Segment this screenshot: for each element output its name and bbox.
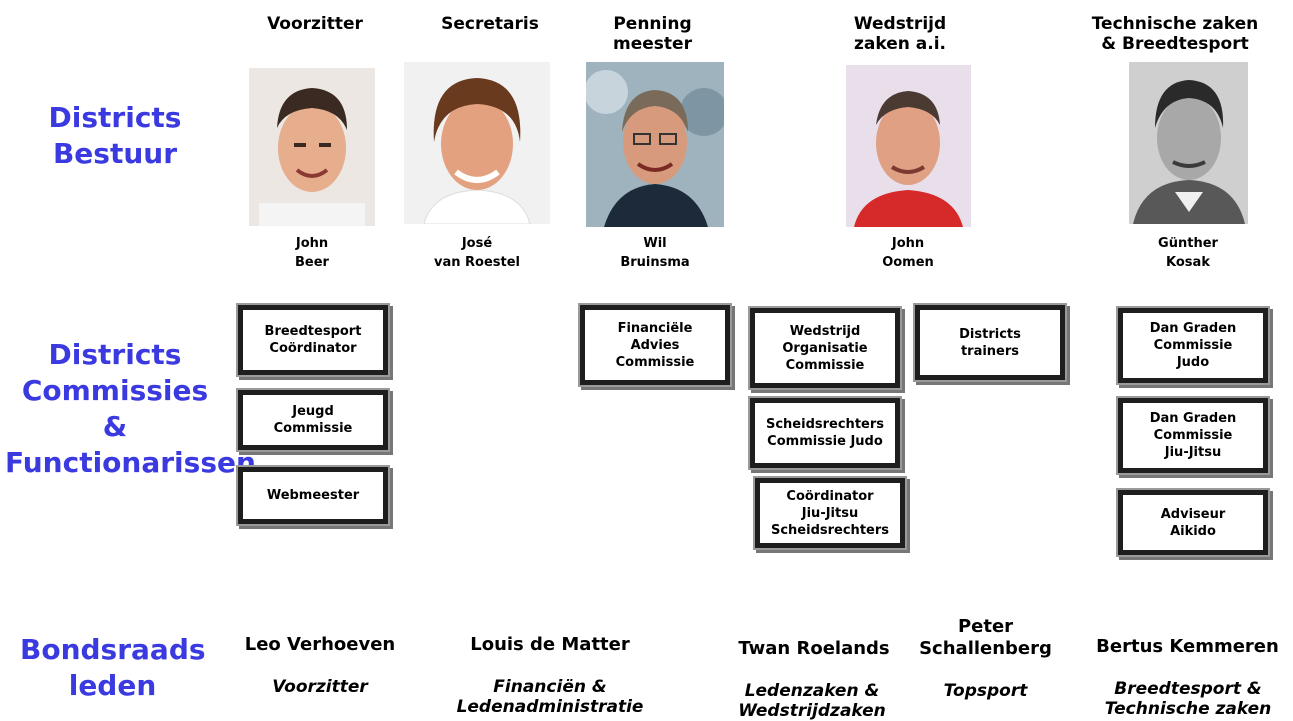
photo-john-oomen xyxy=(846,65,971,227)
bondsraad-name-peter-schallenberg: Peter Schallenberg xyxy=(919,616,1052,659)
photo-jose-van-roestel xyxy=(404,62,550,224)
role-wedstrijdzaken: Wedstrijd zaken a.i. xyxy=(853,14,947,54)
role-voorzitter: Voorzitter xyxy=(267,14,363,34)
bondsraad-name-bertus-kemmeren: Bertus Kemmeren xyxy=(1096,636,1279,657)
section-districts-commissies: Districts Commissies & Functionarissen xyxy=(5,338,256,479)
bondsraad-function-twan-roelands: Ledenzaken & Wedstrijdzaken xyxy=(738,681,886,721)
committee-districts-trainers: Districts trainers xyxy=(915,305,1065,380)
person-name-jose-van-roestel: José van Roestel xyxy=(433,236,520,270)
committee-financiele-advies: Financiële Advies Commissie xyxy=(580,305,730,385)
bondsraad-function-bertus-kemmeren: Breedtesport & Technische zaken xyxy=(1104,679,1272,719)
committee-webmeester: Webmeester xyxy=(238,467,388,524)
photo-john-beer xyxy=(249,68,375,226)
photo-gunther-kosak xyxy=(1129,62,1248,224)
role-technische-zaken: Technische zaken & Breedtesport xyxy=(1091,14,1259,54)
photo-wil-bruinsma xyxy=(586,62,724,227)
committee-dan-graden-judo: Dan Graden Commissie Judo xyxy=(1118,308,1268,383)
committee-breedtesport-coordinator: Breedtesport Coördinator xyxy=(238,305,388,375)
bondsraad-name-leo-verhoeven: Leo Verhoeven xyxy=(244,634,396,655)
person-name-john-beer: John Beer xyxy=(295,236,329,270)
bondsraad-function-peter-schallenberg: Topsport xyxy=(943,681,1028,701)
bondsraad-name-louis-de-matter: Louis de Matter xyxy=(470,634,630,655)
person-name-john-oomen: John Oomen xyxy=(882,236,934,270)
committee-adviseur-aikido: Adviseur Aikido xyxy=(1118,490,1268,555)
section-bondsraads-leden: Bondsraads leden xyxy=(20,633,206,702)
committee-wedstrijd-organisatie: Wedstrijd Organisatie Commissie xyxy=(750,308,900,388)
bondsraad-function-leo-verhoeven: Voorzitter xyxy=(272,677,368,697)
role-penningmeester: Penning meester xyxy=(613,14,692,54)
person-name-gunther-kosak: Günther Kosak xyxy=(1158,236,1218,270)
role-secretaris: Secretaris xyxy=(441,14,539,34)
committee-jeugd-commissie: Jeugd Commissie xyxy=(238,390,388,450)
person-name-wil-bruinsma: Wil Bruinsma xyxy=(620,236,690,270)
committee-dan-graden-jiujitsu: Dan Graden Commissie Jiu-Jitsu xyxy=(1118,398,1268,473)
committee-coordinator-jiujitsu: Coördinator Jiu-Jitsu Scheidsrechters xyxy=(755,478,905,548)
bondsraad-function-louis-de-matter: Financiën & Ledenadministratie xyxy=(456,677,644,717)
bondsraad-name-twan-roelands: Twan Roelands xyxy=(738,638,890,659)
committee-scheidsrechters-judo: Scheidsrechters Commissie Judo xyxy=(750,398,900,468)
section-districts-bestuur: Districts Bestuur xyxy=(48,101,182,170)
